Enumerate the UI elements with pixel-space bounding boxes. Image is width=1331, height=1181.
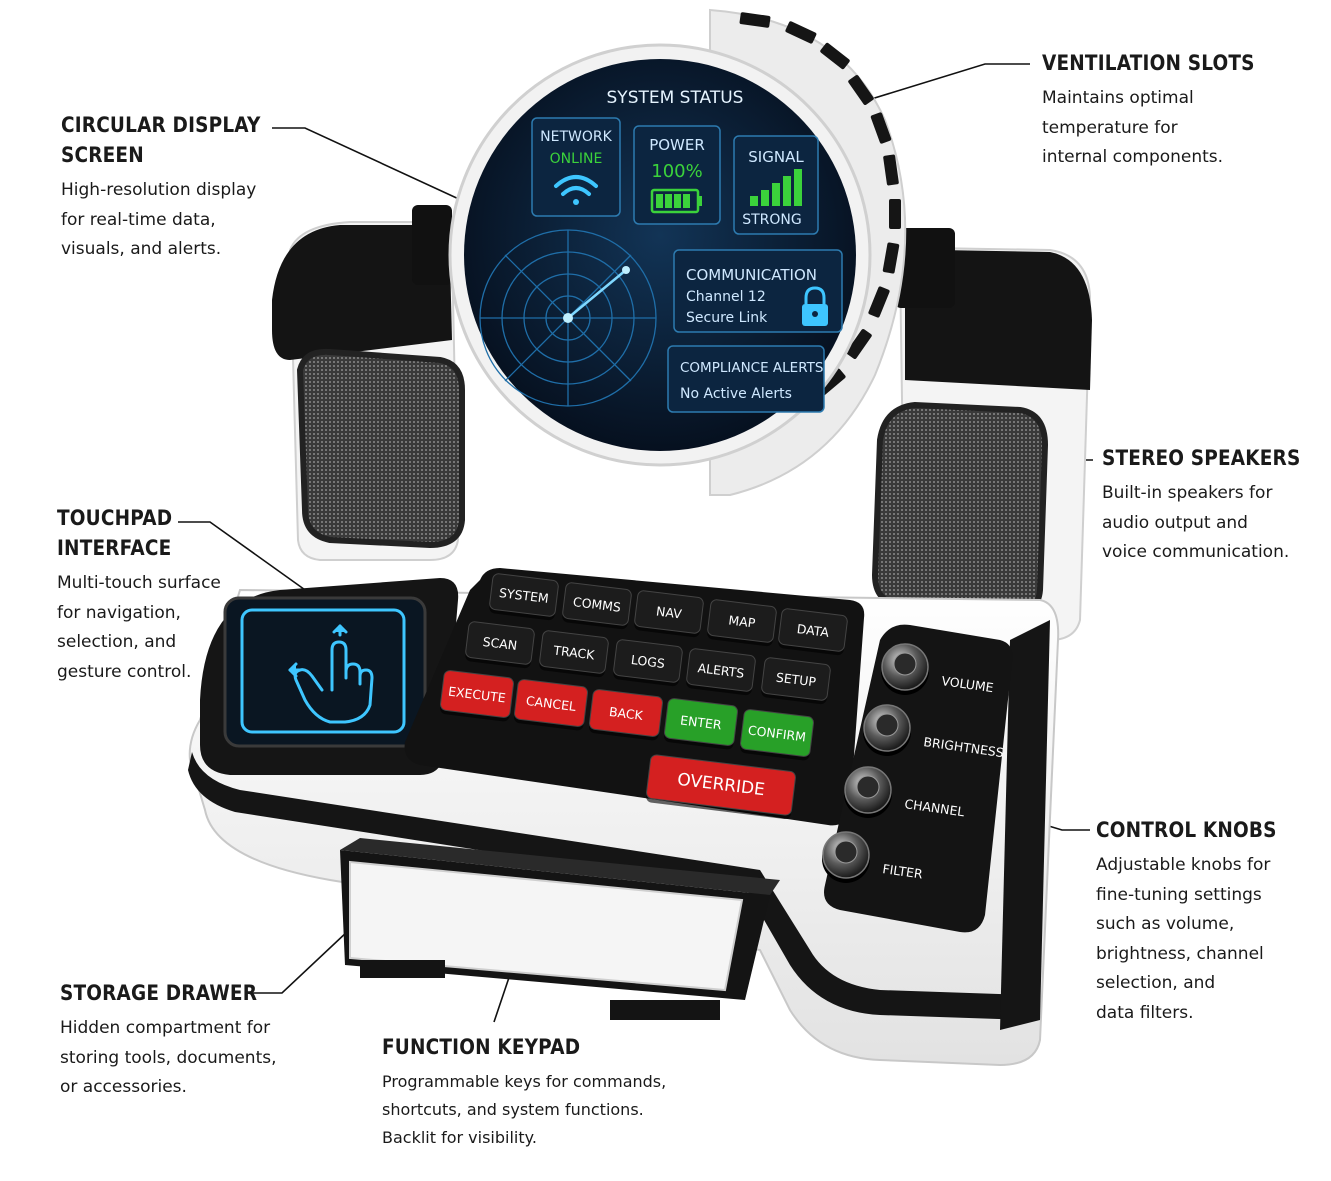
callout-touchpad: TOUCHPAD INTERFACE Multi-touch surface f… (57, 503, 221, 687)
callout-desc: Programmable keys for commands, shortcut… (382, 1072, 667, 1147)
signal-bars-icon (750, 169, 802, 206)
storage-drawer[interactable] (340, 838, 780, 1020)
knob-filter[interactable]: FILTER (822, 831, 924, 883)
callout-speakers: STEREO SPEAKERS Built-in speakers for au… (1102, 443, 1328, 568)
key-track-label: TRACK (552, 642, 596, 662)
callout-title: FUNCTION KEYPAD (382, 1035, 581, 1059)
knob-volume[interactable]: VOLUME (881, 643, 995, 695)
key-setup[interactable]: SETUP (761, 657, 831, 705)
communication-line1: Channel 12 (686, 289, 766, 305)
keypad-keys: SYSTEM COMMS NAV MAP DATA SCAN TRACK LOGS ALERTS… (439, 573, 848, 820)
key-enter[interactable]: ENTER (663, 698, 738, 750)
callout-title: SCREEN (61, 143, 144, 167)
callout-title: INTERFACE (57, 536, 172, 560)
knob-label: VOLUME (941, 673, 995, 695)
lock-icon (802, 286, 828, 326)
key-setup-label: SETUP (775, 670, 817, 690)
compliance-label: COMPLIANCE ALERTS (680, 360, 823, 376)
callout-desc: Multi-touch surface for navigation, sele… (57, 573, 221, 682)
key-confirm-label: CONFIRM (747, 723, 807, 745)
callout-title: STEREO SPEAKERS (1102, 446, 1301, 470)
callout-title: VENTILATION SLOTS (1042, 51, 1255, 75)
signal-label: SIGNAL (748, 148, 804, 166)
communication-tile: COMMUNICATION Channel 12 Secure Link (673, 249, 843, 333)
network-tile: NETWORK ONLINE (531, 117, 621, 217)
key-alerts[interactable]: ALERTS (686, 648, 756, 696)
callout-desc: High-resolution display for real-time da… (61, 180, 257, 259)
key-execute[interactable]: EXECUTE (439, 670, 514, 722)
callout-desc: Maintains optimal temperature for intern… (1042, 88, 1224, 167)
power-tile: POWER 100% (633, 125, 721, 225)
key-confirm[interactable]: CONFIRM (739, 709, 814, 761)
screen-title: SYSTEM STATUS (607, 88, 744, 108)
key-track[interactable]: TRACK (539, 630, 609, 678)
battery-icon (650, 188, 702, 214)
key-logs[interactable]: LOGS (613, 639, 683, 687)
callout-circular-display: CIRCULAR DISPLAY SCREEN High-resolution … (61, 110, 288, 265)
network-value: ONLINE (550, 151, 603, 167)
callout-knobs: CONTROL KNOBS Adjustable knobs for fine-… (1096, 815, 1301, 1028)
power-value: 100% (651, 161, 702, 182)
key-comms[interactable]: COMMS (562, 582, 632, 630)
touchpad-interface[interactable] (200, 578, 459, 775)
callout-desc: Built-in speakers for audio output and v… (1102, 483, 1290, 562)
knob-brightness[interactable]: BRIGHTNESS (863, 704, 1005, 760)
key-comms-label: COMMS (572, 594, 622, 615)
key-data[interactable]: DATA (778, 608, 848, 656)
left-speaker-tower (272, 221, 465, 561)
radar-icon (479, 229, 657, 407)
key-back[interactable]: BACK (588, 689, 663, 741)
hand-swipe-icon (288, 624, 374, 724)
key-system[interactable]: SYSTEM (489, 573, 559, 621)
callout-title: CIRCULAR DISPLAY (61, 113, 261, 137)
knob-label: FILTER (882, 861, 924, 882)
key-nav-label: NAV (655, 603, 683, 621)
key-alerts-label: ALERTS (697, 660, 745, 681)
key-enter-label: ENTER (679, 713, 722, 733)
communication-line2: Secure Link (686, 310, 768, 326)
key-cancel[interactable]: CANCEL (513, 679, 588, 731)
key-override[interactable]: OVERRIDE (645, 754, 796, 820)
key-cancel-label: CANCEL (525, 693, 577, 714)
key-map-label: MAP (728, 612, 757, 630)
key-system-label: SYSTEM (498, 585, 549, 606)
callout-title: TOUCHPAD (57, 506, 173, 530)
signal-tile: SIGNAL STRONG (733, 135, 819, 235)
key-data-label: DATA (796, 621, 830, 640)
callout-ventilation: VENTILATION SLOTS Maintains optimal temp… (1042, 48, 1284, 173)
key-nav[interactable]: NAV (634, 590, 704, 638)
callout-desc: Hidden compartment for storing tools, do… (60, 1018, 277, 1097)
network-label: NETWORK (540, 129, 612, 145)
callout-title: STORAGE DRAWER (60, 981, 258, 1005)
power-label: POWER (649, 136, 705, 154)
key-scan-label: SCAN (482, 634, 518, 653)
callout-drawer: STORAGE DRAWER Hidden compartment for st… (60, 978, 284, 1103)
callout-keypad: FUNCTION KEYPAD Programmable keys for co… (382, 1032, 666, 1152)
key-map[interactable]: MAP (707, 599, 777, 647)
compliance-line1: No Active Alerts (680, 386, 792, 402)
key-execute-label: EXECUTE (447, 684, 506, 706)
key-scan[interactable]: SCAN (465, 621, 535, 669)
wifi-icon (554, 175, 598, 205)
callout-desc: Adjustable knobs for fine-tuning setting… (1096, 855, 1271, 1023)
key-back-label: BACK (608, 704, 644, 723)
compliance-tile: COMPLIANCE ALERTS No Active Alerts (667, 345, 825, 413)
signal-value: STRONG (742, 212, 802, 228)
key-logs-label: LOGS (630, 652, 666, 671)
circular-display-screen: SYSTEM STATUS NETWORK ONLINE POWER 100% (448, 43, 872, 467)
callout-title: CONTROL KNOBS (1096, 818, 1277, 842)
control-knob-panel (824, 624, 1013, 933)
communication-label: COMMUNICATION (686, 266, 817, 284)
